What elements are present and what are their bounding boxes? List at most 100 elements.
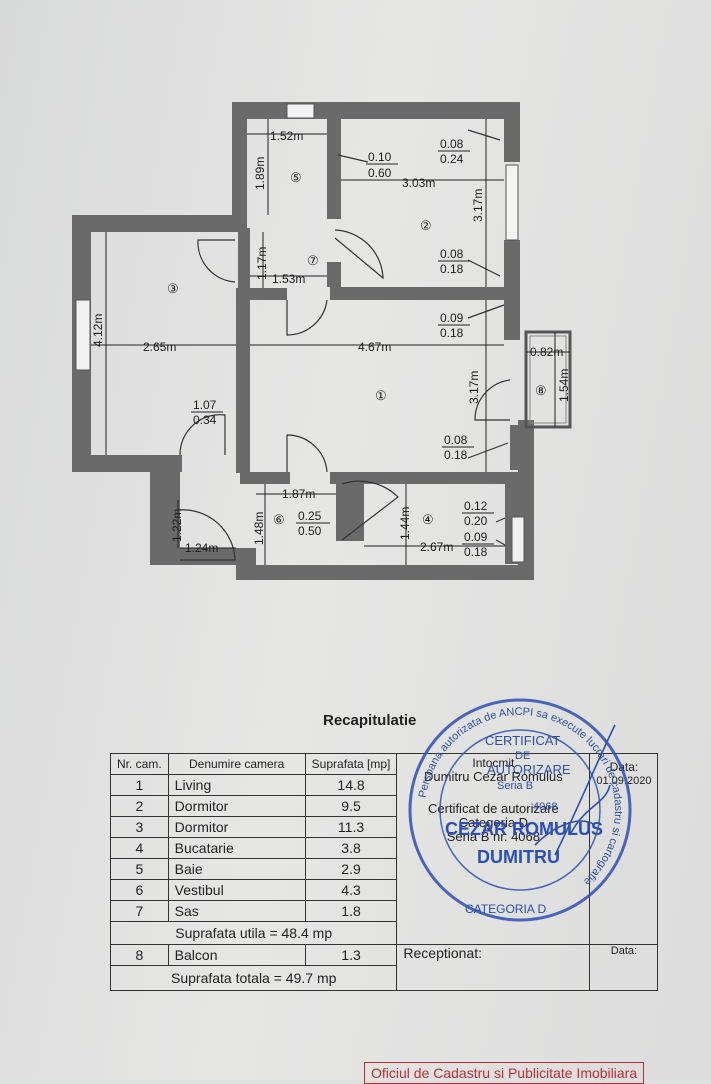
stamp-line-3: AUTORIZARE [487,762,571,777]
table-row: 7 Sas 1.8 [110,900,658,922]
dim-r2-br-b: 0.18 [440,262,464,276]
balcony-name: Balcon [167,944,306,966]
row-nr: 7 [110,900,169,922]
room-number-2: ② [420,218,432,233]
dim-r7-width: 1.53m [272,272,305,286]
recap-title: Recapitulatie [323,712,417,729]
row-name: Dormitor [167,795,306,817]
dim-r1-tr-a: 0.09 [440,311,464,325]
row-area: 11.3 [304,816,398,838]
row-name: Living [167,774,306,796]
row-name: Vestibul [167,879,306,901]
useful-area-row: Suprafata utila = 48.4 mp [109,921,658,945]
total-area: Suprafata totala = 49.7 mp [109,965,398,991]
dim-r1-tr-b: 0.18 [440,326,464,340]
room-number-8: ⑧ [535,383,547,398]
row-nr: 4 [110,837,169,859]
dimension-labels: 1.52m 1.89m 0.10 0.60 0.08 0.24 3.03m 3.… [91,129,571,559]
dim-r2-top-a: 0.10 [368,150,392,164]
received-label: Receptionat: [403,945,482,961]
row-nr: 5 [110,858,169,880]
room-number-6: ⑥ [273,512,285,527]
recap-table: Nr. cam. Denumire camera Suprafata [mp] … [109,753,659,991]
stamp-line-4: Seria B [497,780,533,792]
room-number-7: ⑦ [307,253,319,268]
row-name: Bucatarie [167,837,306,859]
table-row: 3 Dormitor 11.3 [110,816,658,838]
dim-vestibul-width: 1.24m [185,541,218,555]
room-number-3: ③ [167,281,179,296]
dim-r4-a: 0.12 [464,499,488,513]
room-number-5: ⑤ [290,170,302,185]
dim-r8-width: 0.82m [530,345,563,359]
dim-vestibul-height: 1.22m [170,509,184,542]
stamp-name-1: CEZAR ROMULUS [445,819,603,839]
row-area: 9.5 [304,795,398,817]
dim-r2-br-a: 0.08 [440,247,464,261]
balcony-outline [524,330,572,429]
dim-r4-d: 0.18 [464,545,488,559]
dim-r2-tr-a: 0.08 [440,137,464,151]
date-label: Data: [609,760,639,774]
floor-plan: ⑤ ② ⑦ ③ ① ⑧ ⑥ ④ 1.52m 1.89m 0.10 0.60 0.… [72,102,572,580]
row-name: Sas [167,900,306,922]
stamp-category: CATEGORIA D [465,902,546,916]
stamp-name-2: DUMITRU [477,847,560,867]
cert-line-1: Certificat de autorizare [428,801,559,816]
row-name: Baie [167,858,306,880]
dim-r6-height: 1.48m [252,512,266,545]
row-area: 4.3 [304,879,398,901]
row-area: 1.8 [304,900,398,922]
dim-r1-width: 4.67m [358,340,391,354]
row-nr: 6 [110,879,169,901]
walls [72,102,534,580]
dim-r1-height: 3.17m [467,371,481,404]
dim-r3-width: 2.65m [143,340,176,354]
dim-r2-height: 3.17m [471,189,485,222]
stamp-line-1: CERTIFICAT [485,733,560,748]
dim-r2-tr-b: 0.24 [440,152,464,166]
dim-r3-height: 4.12m [91,314,105,347]
dim-r4-c: 0.09 [464,530,488,544]
balcony-nr: 8 [110,944,169,966]
dim-r5-height: 1.89m [253,157,267,190]
prepared-label: Intocmit [472,756,515,770]
received-cell: Receptionat: [396,944,591,991]
dim-r8-height: 1.54m [557,369,571,402]
dim-r4-height: 1.44m [398,507,412,540]
balcony-area: 1.3 [304,944,398,966]
windows [75,103,525,563]
date-value: 01.09.2020 [596,775,652,787]
dim-r4-width: 2.67m [420,540,453,554]
useful-area: Suprafata utila = 48.4 mp [109,921,398,945]
signature [534,724,616,856]
row-nr: 2 [110,795,169,817]
dim-r1-br-a: 0.08 [444,433,468,447]
prepared-name: Dumitru Cezar Romulus [424,769,563,784]
dimension-lines [91,119,570,565]
header-name: Denumire camera [167,753,306,775]
dim-r6-c-b: 0.50 [298,524,322,538]
dim-hall-b: 0.34 [193,413,217,427]
table-row: 6 Vestibul 4.3 [110,879,658,901]
authorization-stamp: Persoana autorizata de ANCPI sa execute … [408,698,632,922]
row-nr: 3 [110,816,169,838]
row-area: 3.8 [304,837,398,859]
dim-hall-a: 1.07 [193,398,217,412]
dim-r6-c-a: 0.25 [298,509,322,523]
dim-r7-height: 1.17m [255,247,269,280]
dim-r4-b: 0.20 [464,514,488,528]
header-area: Suprafata [mp] [304,753,398,775]
date2-label: Data: [610,945,638,957]
row-nr: 1 [110,774,169,796]
room-number-1: ① [375,388,387,403]
total-area-row: Suprafata totala = 49.7 mp [109,965,658,991]
row-name: Dormitor [167,816,306,838]
balcony-row: 8 Balcon 1.3 Receptionat: Data: [110,944,659,991]
row-area: 14.8 [304,774,398,796]
room-number-4: ④ [422,512,434,527]
stamp-line-5: 4068 [533,801,557,813]
header-nr: Nr. cam. [110,753,169,775]
dim-r5-width: 1.52m [270,129,303,143]
door-swings [179,129,511,561]
